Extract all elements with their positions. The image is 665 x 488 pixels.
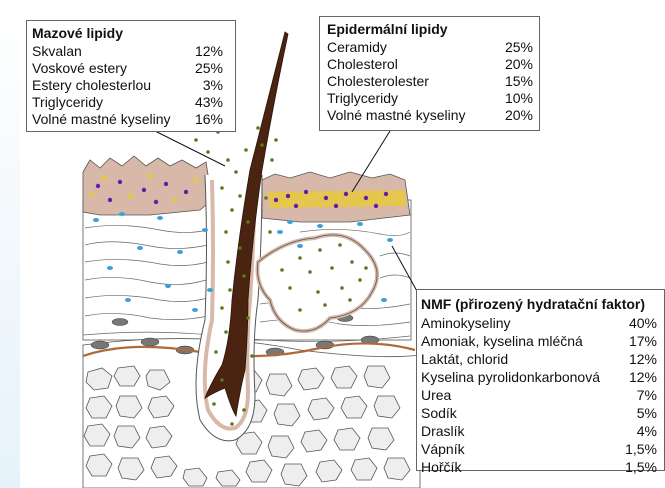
leader-lines [154,130,419,294]
epidermal-lipids-title: Epidermální lipidy [327,21,448,37]
sebaceous-gland-outline [257,234,378,332]
dermis-cells [83,365,411,487]
sebum-lipids-title: Mazové lipidy [32,25,124,41]
lipid-dots [95,179,389,209]
water-dots [93,212,393,312]
lipid-droplets [89,173,199,203]
dermis-border [82,342,416,358]
sebum-dots [194,126,368,426]
lipid-layer [268,190,406,208]
background-edge [0,0,20,488]
nmf-box: NMF (přirozený hydratační faktor) Aminok… [416,289,665,475]
hair-shaft [204,31,289,418]
epidermis-cells [82,225,411,342]
follicle-sheath [202,179,257,431]
stratum-corneum-left [82,155,213,216]
nmf-title: NMF (přirozený hydratační faktor) [421,296,646,312]
